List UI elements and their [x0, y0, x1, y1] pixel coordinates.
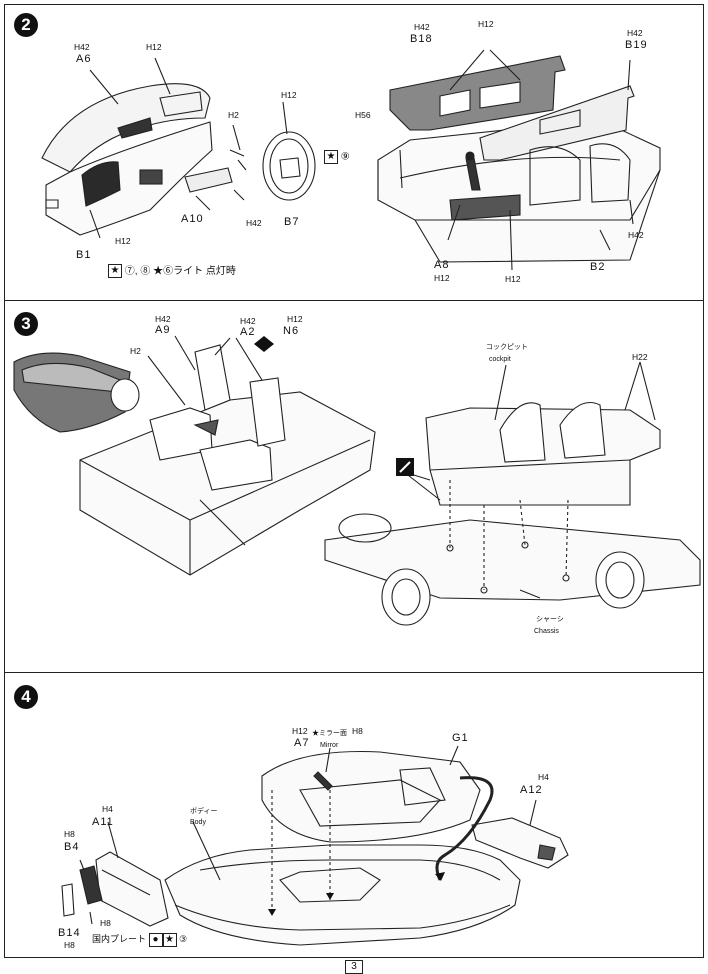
part-label: B18 [410, 33, 433, 45]
part-label: H4 [538, 772, 549, 782]
part-label: コックピット [486, 344, 528, 351]
part-label: A8 [434, 259, 450, 271]
part-label: H8 [64, 829, 75, 839]
part-label: H42 [246, 218, 262, 228]
part-label: H42 [240, 316, 256, 326]
part-label: H12 [478, 19, 494, 29]
part-label: A6 [76, 53, 92, 65]
part-label: シャーシ [536, 616, 564, 623]
interior-illustration [13, 335, 701, 626]
part-label: H12 [505, 274, 521, 284]
part-label: H12 [115, 236, 131, 246]
panel-divider [4, 672, 704, 673]
part-label: H2 [130, 346, 141, 356]
part-label: H8 [100, 918, 111, 928]
part-label: ★ミラー面 [312, 730, 347, 737]
part-label: H56 [355, 110, 371, 120]
step-number: 4 [14, 685, 38, 709]
part-label: cockpit [489, 356, 511, 363]
part-label: H42 [627, 28, 643, 38]
part-label: A10 [181, 213, 204, 225]
part-label: B4 [64, 841, 80, 853]
part-label: B2 [590, 261, 606, 273]
part-label: H4 [102, 804, 113, 814]
part-label: H12 [287, 314, 303, 324]
part-label: B19 [625, 39, 648, 51]
page-frame [4, 4, 704, 958]
part-label: H12 [292, 726, 308, 736]
step-number: 3 [14, 312, 38, 336]
part-label: ボディー [190, 808, 218, 815]
part-label: B14 [58, 927, 81, 939]
dashboard-illustration [41, 49, 661, 271]
page-number: 3 [345, 960, 363, 974]
part-label: H8 [352, 726, 363, 736]
part-label: Chassis [534, 628, 559, 635]
part-label: H42 [74, 42, 90, 52]
part-label: A2 [240, 326, 256, 338]
part-label: Body [190, 819, 206, 826]
part-label: H2 [228, 110, 239, 120]
part-label: H42 [628, 230, 644, 240]
part-label: B1 [76, 249, 92, 261]
step-number: 2 [14, 13, 38, 37]
part-label: Mirror [320, 742, 339, 749]
part-label: H22 [632, 352, 648, 362]
part-label: B7 [284, 216, 300, 228]
part-label: H8 [64, 940, 75, 950]
part-label: A7 [294, 737, 310, 749]
part-label: G1 [452, 732, 469, 744]
star-note: ★ ⑨ [324, 150, 350, 164]
part-label: A11 [92, 816, 114, 828]
panel-divider [4, 300, 704, 301]
part-label: H12 [434, 273, 450, 283]
part-label: A12 [520, 784, 543, 796]
part-label: N6 [283, 325, 300, 337]
part-label: H12 [281, 90, 297, 100]
part-label: A9 [155, 324, 171, 336]
plate-note: 国内プレート ●★ ③ [92, 932, 188, 947]
light-note: ★ ⑦, ⑧ ★⑥ライト 点灯時 [108, 262, 236, 279]
part-label: H12 [146, 42, 162, 52]
part-label: H42 [155, 314, 171, 324]
part-label: H42 [414, 22, 430, 32]
